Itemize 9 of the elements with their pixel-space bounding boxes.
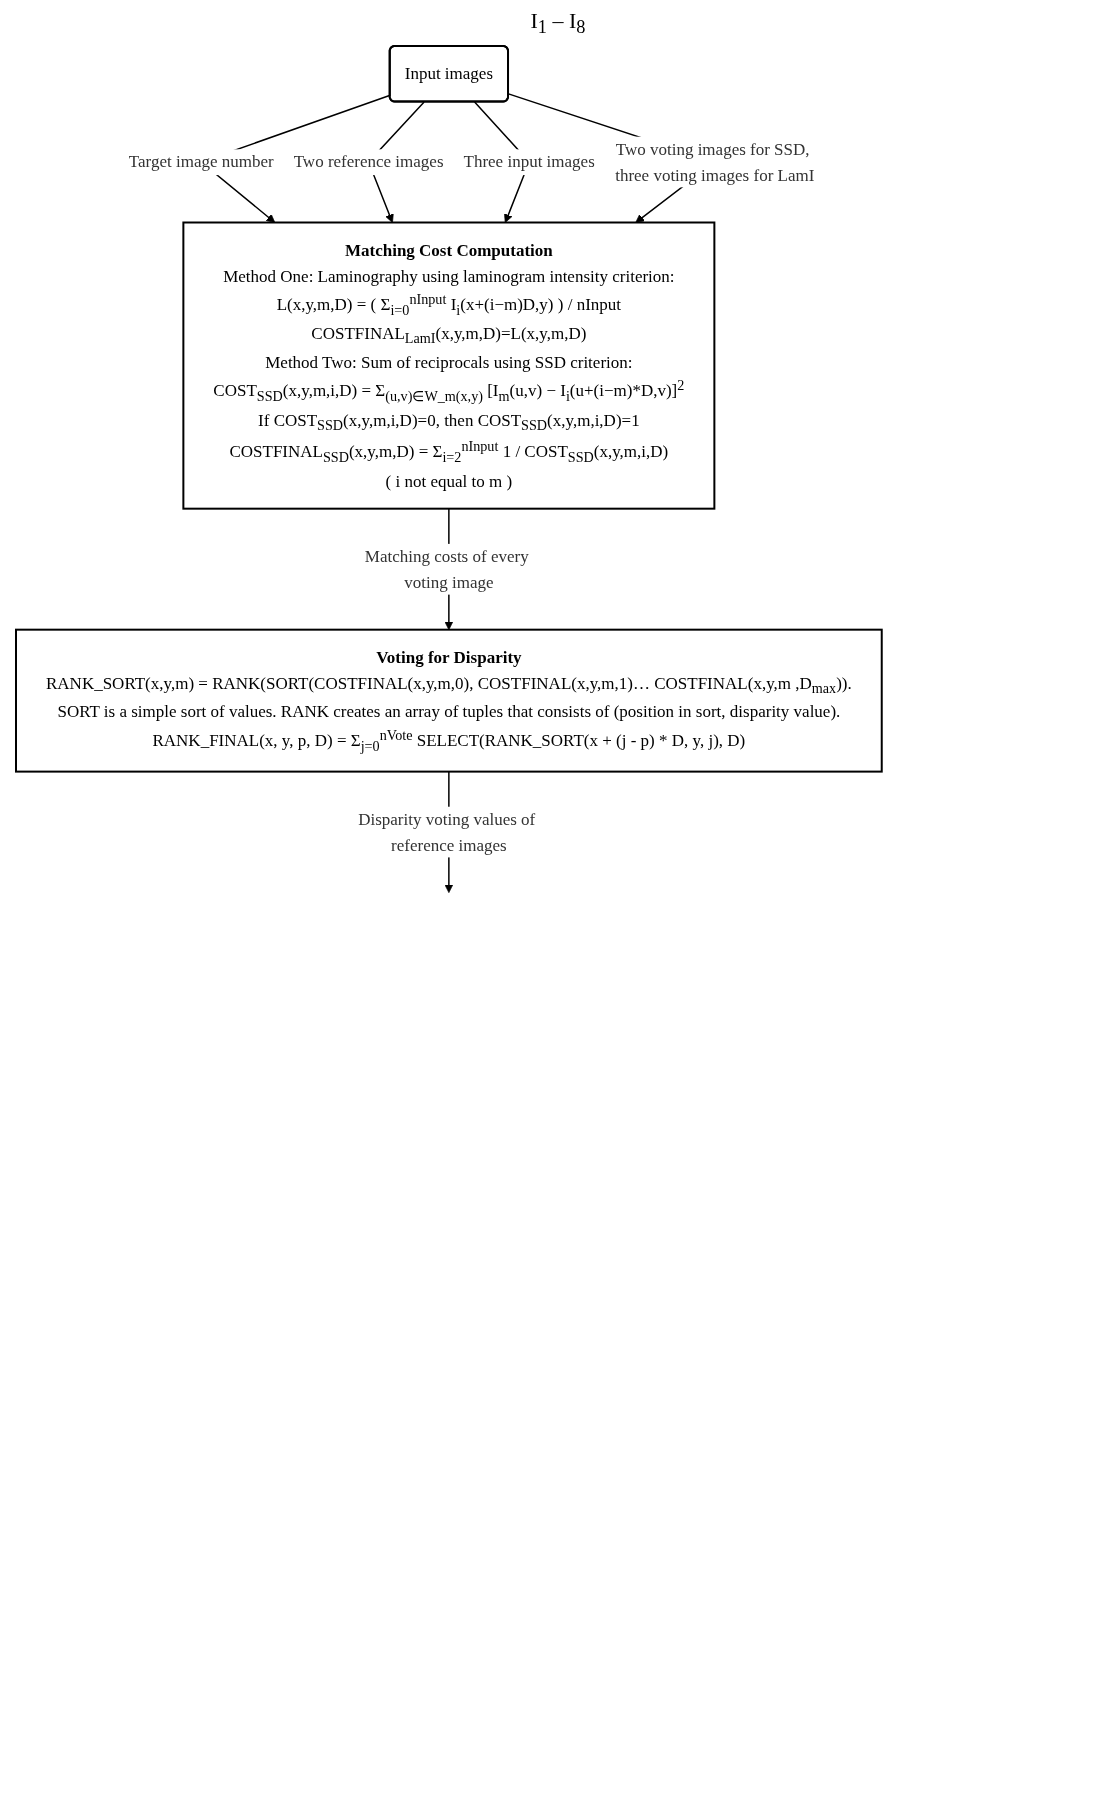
edge-label: Three input images (463, 152, 595, 172)
edge-label: Two reference images (293, 152, 444, 172)
edge-label: Matching costs of every voting image (364, 547, 529, 592)
edge-label: Two voting images for SSD, three voting images for LamI (615, 139, 815, 185)
node-box: Matching Cost Computation Method One: Laminography using laminogram intensity criterion: L(x,y,m,D) = ( Σ$_{i=0}$$^{nInput}$ I$_{i}$(x+(i−m)D,y) ) / nInput COSTFINAL$_{LamI}$(x,y,m,D)=L(x,y,m,D) Method Two: Sum of reciprocals using SSD criterion: COST$_{SSD}$(x,y,m,i,D) = Σ$_{(u,v)∈W_m(x,y)}$ [I$_{m}$(u,v) − I$_{i}$(u+(i−m)*D,v)]$^{2}$ If COST$_{SSD}$(x,y,m,i,D)=0, then COST$_{SSD}$(x,y,m,i,D)=1 COSTFINAL$_{SSD}$(x,y,m,D) = Σ$_{i=2}$$^{nInput}$ 1 / COST$_{SSD}$(x,y,m,i,D) ( i not equal to m ) (182, 221, 716, 511)
edge-label: Target image number (128, 152, 274, 172)
edge-label: Disparity voting values of reference images (358, 810, 536, 855)
node-box: Voting for Disparity RANK_SORT(x,y,m) = RANK(SORT(COSTFINAL(x,y,m,0), COSTFINAL(x,y,m,1)… COSTFINAL(x,y,m ,D$_{max}$)). SORT is a simple sort of values. RANK creates an array of tuples that consists of (position in sort, disparity value). RANK_FINAL(x, y, p, D) = Σ$_{j=0}$$^{nVote}$ SELECT(RANK_SORT(x + (j - p) * D, y, j), D) (15, 629, 883, 773)
signal-label: I$_{1}$ – I$_{8}$ (530, 8, 586, 33)
